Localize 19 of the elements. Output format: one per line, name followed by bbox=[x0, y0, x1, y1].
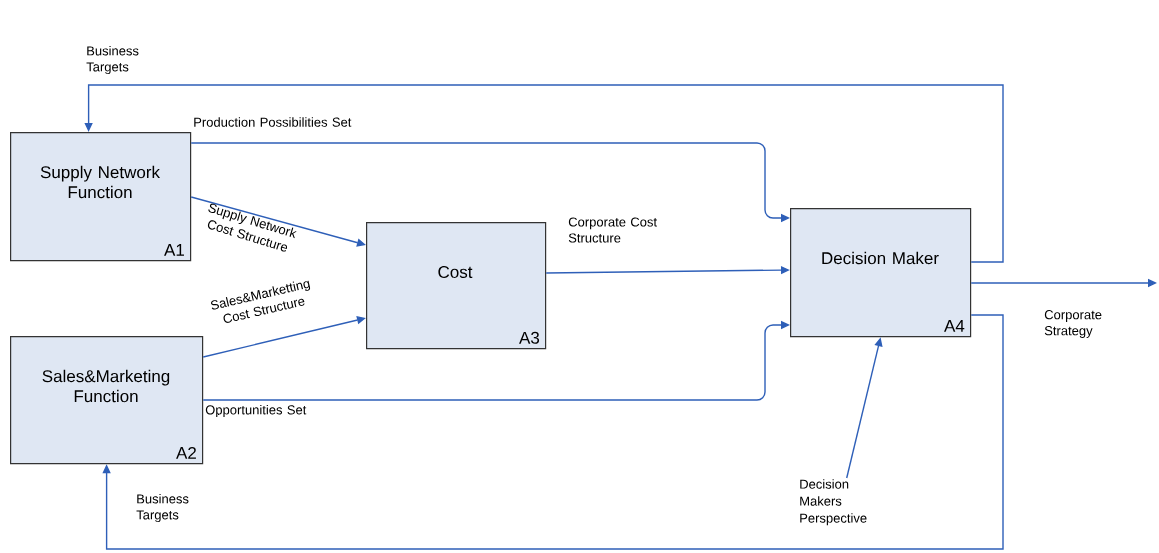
arrow bbox=[102, 314, 1004, 550]
edge-label: Corporate Cost Structure bbox=[568, 217, 657, 243]
arrow bbox=[202, 316, 366, 358]
edge-label: Opportunities Set bbox=[205, 404, 307, 418]
arrow bbox=[84, 84, 1004, 263]
edge-label: Corporate Strategy bbox=[1044, 310, 1102, 338]
arrow bbox=[190, 196, 366, 247]
box-number: A3 bbox=[519, 331, 540, 344]
edge-label: Production Possibilities Set bbox=[194, 117, 352, 127]
box-title: Sales&Marketing Function bbox=[42, 369, 170, 403]
box-title: Supply Network Function bbox=[40, 165, 160, 199]
box-number: A4 bbox=[944, 320, 965, 332]
edge-label: Business Targets bbox=[136, 493, 189, 523]
box-number: A1 bbox=[164, 244, 184, 256]
box-title: Decision Maker bbox=[822, 251, 939, 265]
box-number: A2 bbox=[176, 446, 196, 459]
box-title: Cost bbox=[438, 265, 473, 278]
edge-label: Business Targets bbox=[86, 45, 139, 75]
input-label: Decision Makers Perspective bbox=[800, 479, 867, 526]
